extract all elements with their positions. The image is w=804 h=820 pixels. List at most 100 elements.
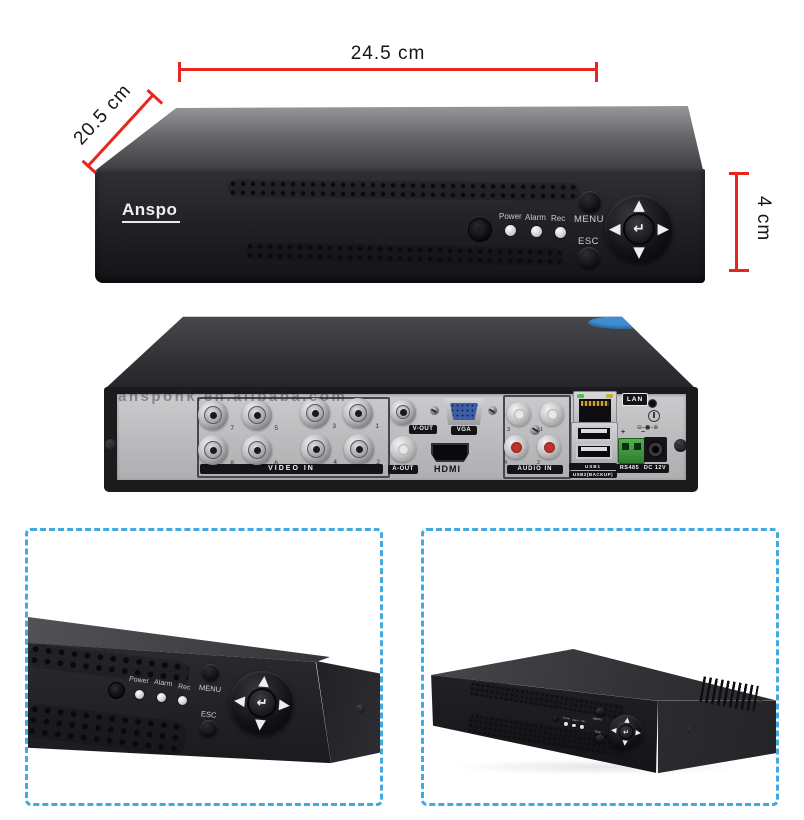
esc-button-label: ESC <box>594 729 602 735</box>
alarm-led <box>572 723 576 727</box>
front-face: Anspo Power Alarm Rec MENU ESC ▲ ▼ ◀ ▶ ↵ <box>95 169 705 283</box>
led-label-rec: Rec <box>580 719 586 724</box>
rca-audio-1: 1 <box>540 402 564 433</box>
rca-audio-2: 2 <box>537 435 561 466</box>
width-dimension-label: 24.5 cm <box>350 43 426 64</box>
esc-button <box>596 735 604 743</box>
ground-hole <box>648 399 657 408</box>
vga-screw-right <box>488 406 497 415</box>
dpad-down-icon: ▼ <box>633 243 645 261</box>
detail-angled-view: Power Alarm Rec MENU ESC ▲ ▼ ◀ ▶ ↵ <box>421 528 779 806</box>
a-out-label: A-OUT <box>388 465 418 474</box>
dpad-up-icon: ▲ <box>633 196 645 214</box>
audio-in-label: AUDIO IN <box>507 465 563 474</box>
side-screw-front <box>687 727 692 732</box>
vga-screw-left <box>430 406 439 415</box>
vga-port <box>444 398 484 425</box>
dpad-right-icon: ▶ <box>635 728 642 738</box>
led-label-rec: Rec <box>177 683 191 692</box>
dc-jack <box>644 437 667 462</box>
front-vent-top <box>227 179 581 201</box>
usb1-port <box>576 426 612 441</box>
rear-top-surface <box>104 316 697 390</box>
dpad-right-icon: ▶ <box>278 696 291 714</box>
brand-logo: Anspo <box>122 200 181 223</box>
rec-led <box>178 696 187 705</box>
alarm-led <box>157 693 166 702</box>
front-vent-bottom <box>244 241 564 267</box>
dpad-up-icon: ▲ <box>257 672 270 690</box>
side-screw <box>356 704 365 713</box>
usb2-label: USB2(BACKUP) <box>569 471 617 478</box>
enter-icon: ↵ <box>622 727 630 737</box>
bnc-video-in-2: 2 <box>344 434 380 466</box>
detail-closeup-front-panel: Power Alarm Rec MENU ESC ▲ ▼ ◀ ▶ ↵ <box>25 528 383 806</box>
dpad-up-icon: ▲ <box>624 715 631 725</box>
menu-button-label: MENU <box>574 214 604 225</box>
menu-button <box>579 191 601 213</box>
width-dimension-line: 24.5 cm <box>178 43 598 82</box>
bnc-video-in-4: 4 <box>301 434 337 466</box>
enter-icon: ↵ <box>633 221 645 237</box>
esc-button <box>200 720 217 737</box>
usb2-port <box>576 444 612 459</box>
dpad-enter-button: ↵ <box>617 723 635 741</box>
power-led <box>564 722 568 726</box>
front-top-surface <box>95 106 704 171</box>
ir-receiver-icon <box>109 683 124 698</box>
dpad-left-icon: ◀ <box>610 725 617 735</box>
v-out-label: V-OUT <box>409 425 437 434</box>
rs485-label: RS485 <box>616 464 643 473</box>
watermark: anspohk.en.alibaba.com <box>118 388 348 405</box>
alarm-led <box>531 226 542 237</box>
sticker <box>588 316 658 329</box>
dpad-down-icon: ▼ <box>621 738 628 748</box>
dpad-enter-button: ↵ <box>623 213 655 245</box>
audio-in-group <box>503 395 571 479</box>
bnc-video-in-6: 6 <box>242 435 278 467</box>
rca-audio-4: 4 <box>504 435 528 466</box>
vga-label: VGA <box>451 426 477 435</box>
enter-icon: ↵ <box>255 695 269 711</box>
video-in-group <box>197 397 390 478</box>
rec-led <box>555 227 566 238</box>
dpad-enter-button: ↵ <box>245 686 279 720</box>
hdmi-port <box>431 443 469 462</box>
rca-a-out <box>390 436 416 462</box>
led-label-power: Power <box>499 212 522 221</box>
bnc-v-out <box>390 399 416 425</box>
dpad-left-icon: ◀ <box>233 692 246 710</box>
dpad-down-icon: ▼ <box>254 716 267 734</box>
bnc-video-in-7: 7 <box>198 400 234 432</box>
dpad-right-icon: ▶ <box>657 219 669 238</box>
menu-button <box>202 664 219 681</box>
rs485-marks: + − <box>621 429 653 436</box>
esc-button <box>578 247 600 269</box>
side-screw-rear <box>758 700 763 705</box>
power-led <box>135 690 144 699</box>
chassis-screw-right <box>674 439 687 452</box>
lan-led-green <box>577 394 584 398</box>
usb1-label: USB1 <box>569 463 617 470</box>
ir-receiver-icon <box>552 715 559 722</box>
audio-center-screw <box>530 425 540 435</box>
dpad-left-icon: ◀ <box>609 219 621 238</box>
bnc-video-in-1: 1 <box>343 398 379 430</box>
led-label-alarm: Alarm <box>525 213 546 222</box>
bnc-video-in-8: 8 <box>198 435 234 467</box>
dc-12v-label: DC 12V <box>641 464 669 473</box>
ground-icon <box>648 410 660 422</box>
height-dimension-line <box>729 172 749 272</box>
navigation-dpad: ▲ ▼ ◀ ▶ ↵ <box>605 195 673 263</box>
hdmi-label: HDMI <box>434 464 461 474</box>
lan-led-amber <box>606 394 613 398</box>
chassis-screw-left <box>105 439 117 451</box>
led-label-rec: Rec <box>551 214 566 223</box>
esc-button-label: ESC <box>200 709 217 720</box>
video-in-label: VIDEO IN <box>200 464 383 474</box>
bnc-video-in-5: 5 <box>242 400 278 432</box>
ir-receiver-icon <box>469 219 491 241</box>
menu-button <box>596 708 604 716</box>
esc-button-label: ESC <box>578 236 600 247</box>
height-dimension-label: 4 cm <box>753 196 774 242</box>
